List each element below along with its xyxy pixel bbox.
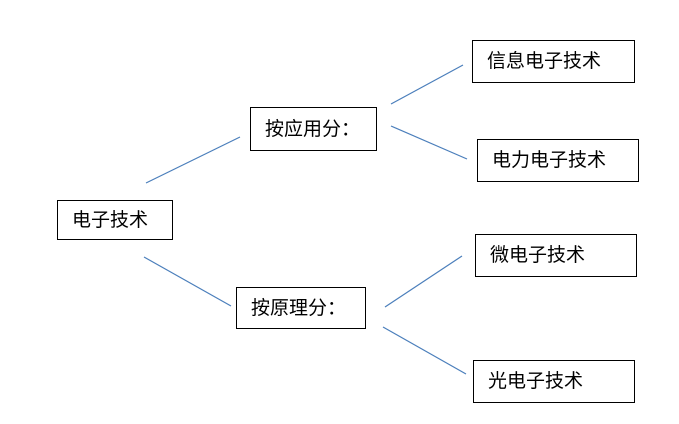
branch-node-by-application: 按应用分： bbox=[250, 107, 377, 151]
leaf-node-power-electronics: 电力电子技术 bbox=[477, 139, 639, 182]
connector-root-to-principle bbox=[143, 256, 232, 307]
root-node: 电子技术 bbox=[57, 200, 173, 240]
leaf-node-microelectronics: 微电子技术 bbox=[475, 234, 637, 277]
leaf-node-optoelectronics: 光电子技术 bbox=[473, 360, 635, 403]
root-node-label: 电子技术 bbox=[72, 208, 149, 231]
leaf-node-label: 光电子技术 bbox=[488, 370, 584, 392]
connector-principle-to-photo bbox=[382, 326, 467, 375]
leaf-node-label: 信息电子技术 bbox=[487, 50, 602, 72]
branch-node-label: 按应用分： bbox=[265, 117, 361, 140]
leaf-node-label: 微电子技术 bbox=[490, 244, 586, 266]
branch-node-label: 按原理分： bbox=[251, 296, 347, 319]
branch-node-by-principle: 按原理分： bbox=[236, 287, 366, 329]
connector-application-to-power bbox=[390, 125, 468, 160]
connector-root-to-application bbox=[145, 136, 241, 184]
leaf-node-label: 电力电子技术 bbox=[492, 149, 607, 171]
connector-application-to-information bbox=[390, 64, 464, 105]
connector-principle-to-micro bbox=[384, 255, 463, 308]
leaf-node-information-electronics: 信息电子技术 bbox=[472, 40, 635, 83]
